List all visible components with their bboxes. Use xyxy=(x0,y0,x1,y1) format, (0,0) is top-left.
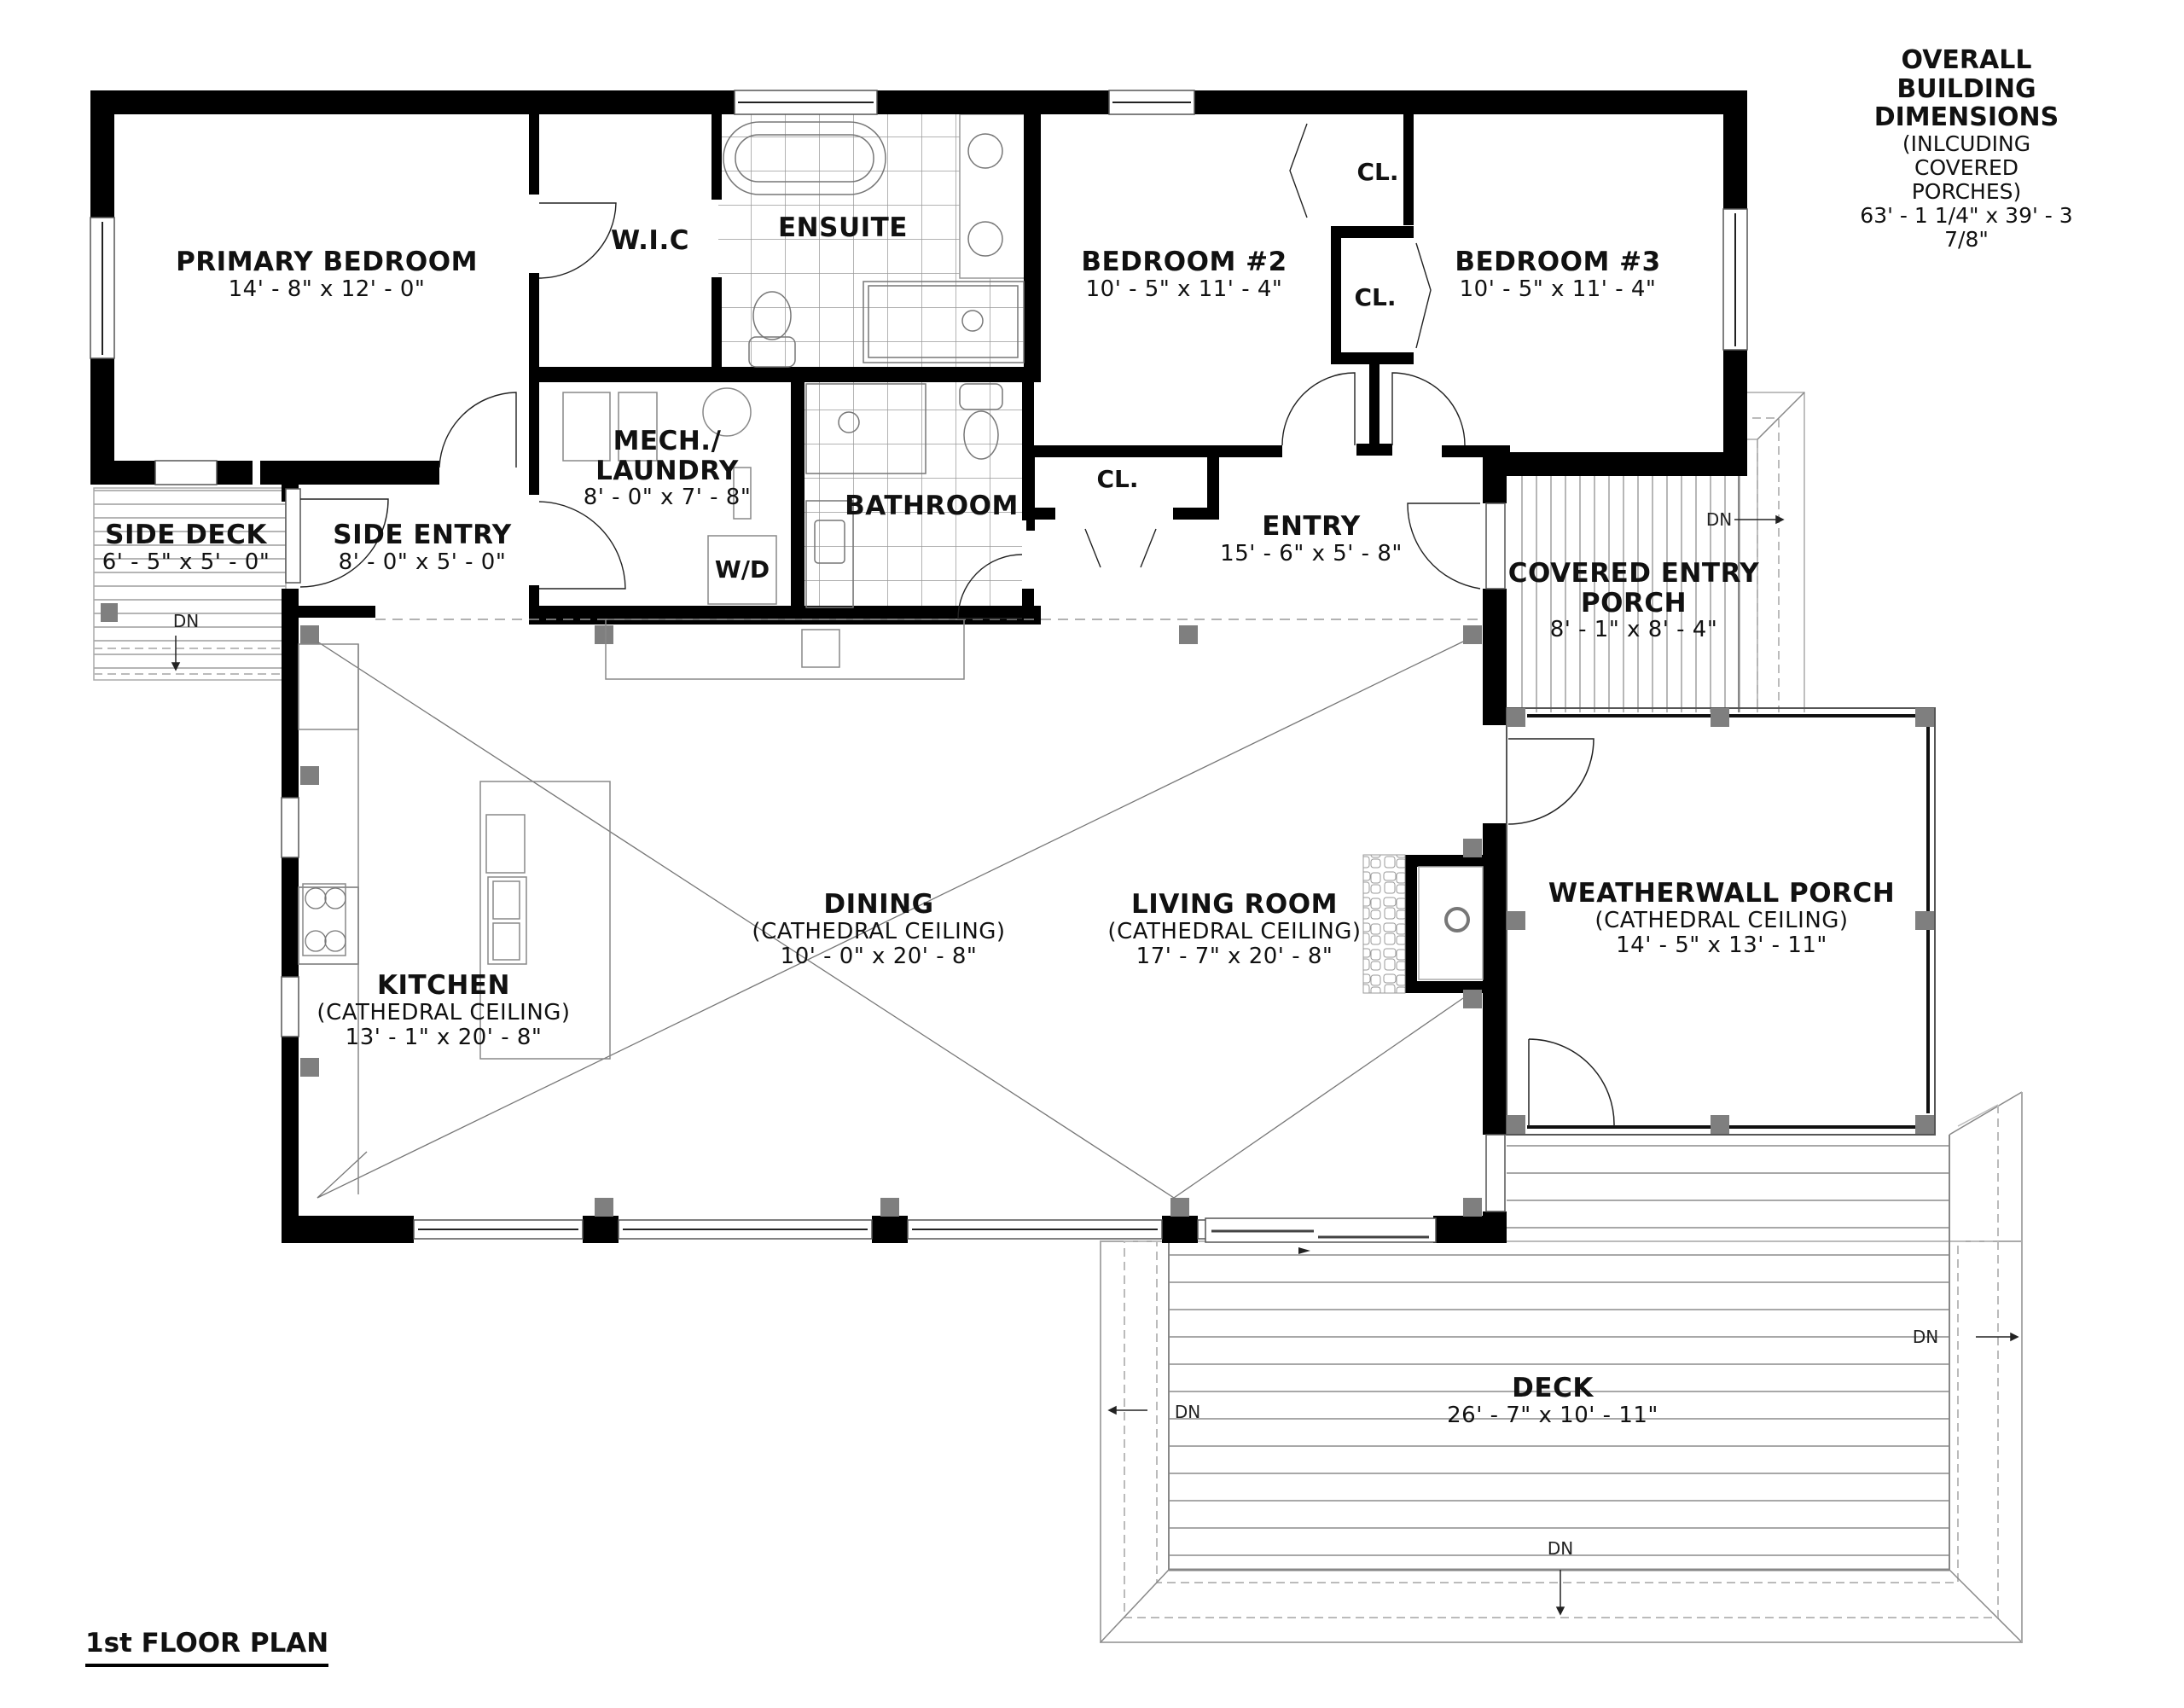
side-deck-area xyxy=(93,487,287,681)
room-label-entry: ENTRY 15' - 6" x 5' - 8" xyxy=(1220,511,1403,566)
bathroom-fixtures xyxy=(805,383,1003,608)
overall-dimensions-note: OVERALL BUILDING DIMENSIONS (INLCUDING C… xyxy=(1858,46,2076,252)
room-label-weatherwall-porch: WEATHERWALL PORCH (CATHEDRAL CEILING) 14… xyxy=(1548,878,1896,958)
overall-value: 63' - 1 1/4" x 39' - 3 7/8" xyxy=(1860,202,2073,252)
stair-down-label-deck-right: DN xyxy=(1912,1327,1939,1347)
laundry-fixtures xyxy=(562,387,777,605)
room-label-living-room: LIVING ROOM (CATHEDRAL CEILING) 17' - 7"… xyxy=(1107,889,1362,969)
room-label-bedroom-2: BEDROOM #2 10' - 5" x 11' - 4" xyxy=(1081,247,1287,302)
drawing-title: 1st FLOOR PLAN xyxy=(85,1628,329,1667)
room-label-closet-upper: CL. xyxy=(1356,158,1399,186)
room-label-mech-laundry: MECH./ LAUNDRY 8' - 0" x 7' - 8" xyxy=(583,426,752,511)
stair-down-label-side-deck: DN xyxy=(172,611,200,631)
room-label-primary-bedroom: PRIMARY BEDROOM 14' - 8" x 12' - 0" xyxy=(176,247,478,302)
room-label-side-entry: SIDE ENTRY 8' - 0" x 5' - 0" xyxy=(333,520,512,575)
covered-porch-area xyxy=(1514,392,1805,712)
posts xyxy=(300,625,1482,1217)
room-label-closet-lower: CL. xyxy=(1354,283,1397,311)
room-label-bedroom-3: BEDROOM #3 10' - 5" x 11' - 4" xyxy=(1455,247,1661,302)
door-swings xyxy=(299,123,1481,619)
room-label-deck: DECK 26' - 7" x 10' - 11" xyxy=(1447,1373,1658,1428)
room-label-side-deck: SIDE DECK 6' - 5" x 5' - 0" xyxy=(102,520,270,575)
room-label-bathroom: BATHROOM xyxy=(845,491,1019,521)
room-label-ensuite: ENSUITE xyxy=(778,212,908,243)
weatherwall-porch-structure xyxy=(1506,707,1936,1136)
sliding-door xyxy=(1205,1217,1437,1254)
ensuite-fixtures xyxy=(723,121,1025,368)
room-label-washer-dryer: W/D xyxy=(714,555,770,584)
stair-arrows xyxy=(171,514,2019,1616)
stair-down-label-deck-bottom: DN xyxy=(1547,1538,1574,1559)
deck-area xyxy=(1100,1091,2023,1643)
stair-down-label-deck-left: DN xyxy=(1174,1402,1201,1422)
overall-heading-line1: OVERALL BUILDING xyxy=(1896,45,2036,104)
room-label-kitchen: KITCHEN (CATHEDRAL CEILING) 13' - 1" x 2… xyxy=(317,970,571,1050)
kitchen-fixtures xyxy=(298,619,965,1194)
overall-heading-line2: DIMENSIONS xyxy=(1873,102,2059,133)
room-label-wic: W.I.C xyxy=(610,225,690,256)
overall-note: (INLCUDING COVERED PORCHES) xyxy=(1902,131,2031,204)
room-label-covered-entry-porch: COVERED ENTRY PORCH 8' - 1" x 8' - 4" xyxy=(1507,558,1760,643)
room-label-dining: DINING (CATHEDRAL CEILING) 10' - 0" x 20… xyxy=(752,889,1006,969)
walls xyxy=(90,90,1747,1243)
room-label-closet-entry: CL. xyxy=(1096,465,1139,493)
stair-down-label-porch: DN xyxy=(1705,509,1733,530)
